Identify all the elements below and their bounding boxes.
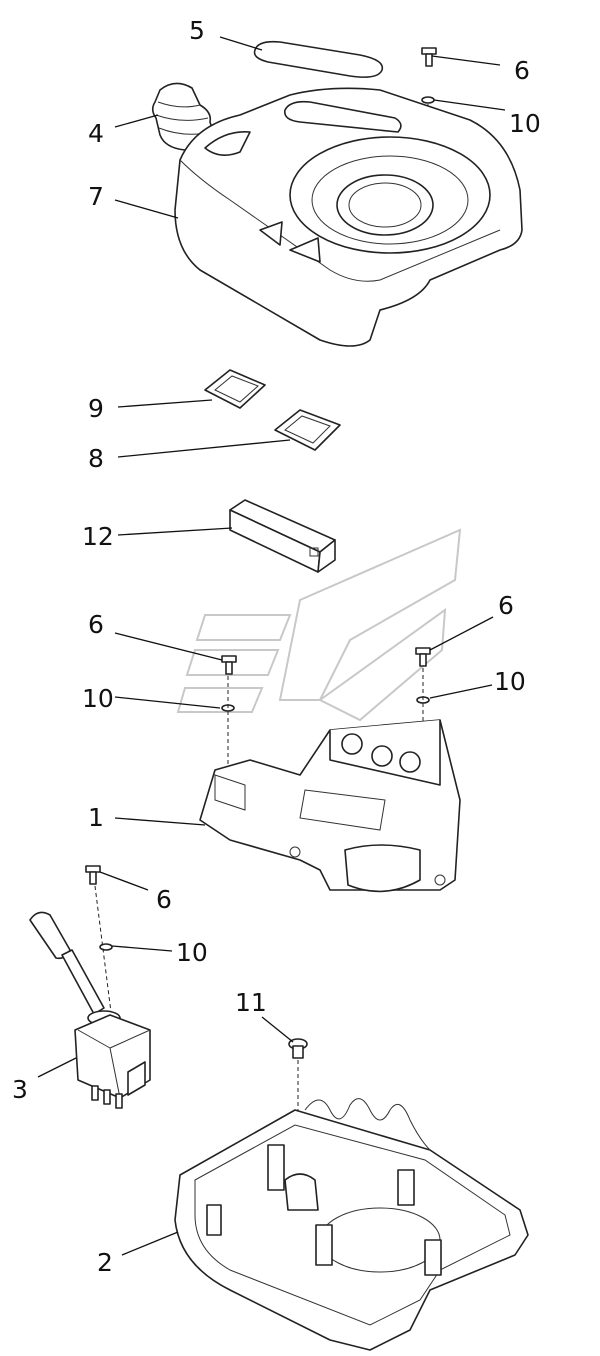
part-6-screw-left: [221, 655, 237, 675]
part-6-screw: [421, 47, 437, 67]
part-3-toggle-switch: [29, 911, 151, 1109]
part-6-screw-lower: [85, 865, 101, 885]
callout-5: 5: [189, 16, 205, 45]
leader-lines: [37, 36, 506, 1256]
callout-10-right: 10: [494, 667, 526, 696]
callout-7: 7: [88, 182, 104, 211]
part-10-washer-lower: [99, 943, 113, 951]
callout-labels: 5 6 10 4 7 9 8 12 6 6 10 10 1 6 10 11 3 …: [12, 16, 541, 1277]
callout-1: 1: [88, 803, 104, 832]
part-2-base-housing: [174, 1098, 529, 1351]
callout-6-lower: 6: [156, 885, 172, 914]
callout-6: 6: [514, 56, 530, 85]
part-7-top-cover: [174, 87, 523, 347]
callout-11: 11: [235, 988, 267, 1017]
part-6-screw-right: [415, 647, 431, 667]
callout-9: 9: [88, 394, 104, 423]
callout-8: 8: [88, 444, 104, 473]
callout-6-right: 6: [498, 591, 514, 620]
part-1-mounting-plate: [199, 719, 461, 893]
callout-3: 3: [12, 1075, 28, 1104]
part-12-switch-module: [229, 499, 336, 573]
callout-10-lower: 10: [176, 938, 208, 967]
part-8-button-pad: [274, 409, 341, 451]
part-10-washer: [421, 96, 435, 104]
callout-4: 4: [88, 119, 104, 148]
watermark-logo: [176, 528, 462, 722]
callout-2: 2: [97, 1248, 113, 1277]
callout-6-left: 6: [88, 610, 104, 639]
part-9-button-pad: [204, 369, 266, 409]
part-5-grip-pad: [253, 40, 384, 78]
callout-12: 12: [82, 522, 114, 551]
callout-10: 10: [509, 109, 541, 138]
callout-10-left: 10: [82, 684, 114, 713]
part-11-screw: [288, 1038, 308, 1059]
